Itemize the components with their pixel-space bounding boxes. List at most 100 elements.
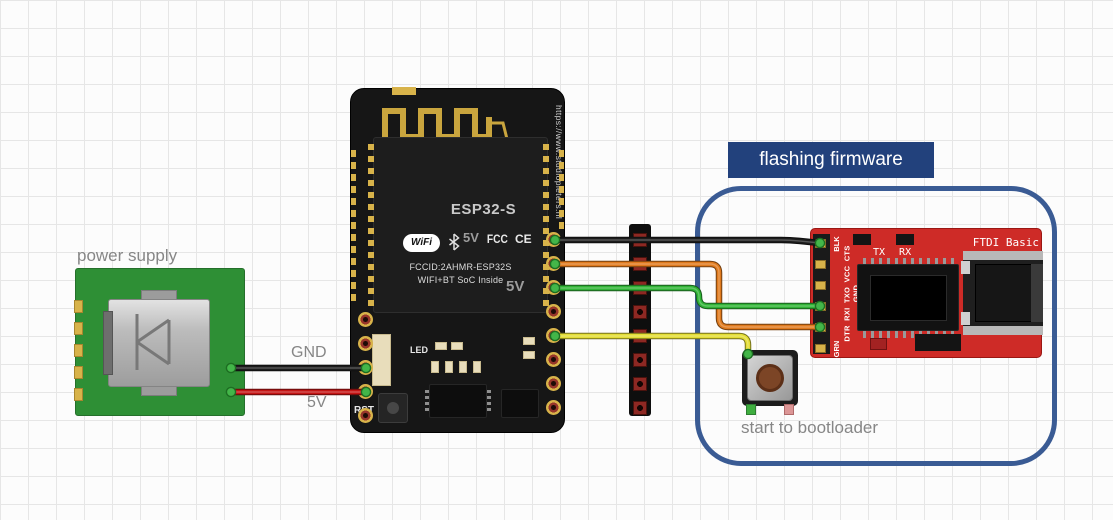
ftdi-header-pin (815, 260, 826, 269)
rst-button-cap (387, 402, 399, 414)
power-gold-pad (74, 322, 83, 335)
power-gnd-wire-endpoint (360, 362, 372, 374)
smd-component (459, 361, 467, 373)
esp-to-button-yellow-wire-outline (551, 332, 752, 358)
esp-to-ftdi-green-wire-sheen (554, 287, 821, 307)
esp-to-ftdi-orange-wire-endpoint (814, 321, 826, 333)
board-edge-pad (559, 198, 564, 205)
board-edge-pad (351, 198, 356, 205)
module-castellation-pad (543, 228, 549, 234)
ftdi-basic-board: BLK GRN DTR RXI TXO VCC CTS GND FTDI Bas… (810, 228, 1043, 358)
wifi-logo: WiFi (403, 234, 440, 252)
module-castellation-pad (368, 276, 374, 282)
strip-pin-hole (633, 353, 647, 367)
board-edge-pad (351, 210, 356, 217)
esp-pin-hole (358, 312, 373, 327)
power-5v-wire-endpoint (360, 386, 372, 398)
module-castellation-pad (368, 240, 374, 246)
module-castellation-pad (368, 192, 374, 198)
smd-component (523, 351, 535, 359)
module-castellation-pad (368, 168, 374, 174)
rx-led (896, 234, 914, 245)
esp-pin-hole (546, 400, 561, 415)
5v-decal-top: 5V (463, 230, 479, 245)
smd-component (870, 338, 887, 350)
smd-component (435, 342, 447, 350)
board-edge-pad (351, 222, 356, 229)
ic-pins (425, 390, 430, 414)
module-castellation-pad (543, 300, 549, 306)
5v-decal-bottom: 5V (506, 278, 525, 295)
pin-header-strip (629, 224, 651, 416)
board-edge-pad (351, 162, 356, 169)
mini-usb-connector (108, 299, 210, 387)
esp-pin-hole (358, 336, 373, 351)
module-castellation-pad (543, 216, 549, 222)
esp-pin-hole (546, 304, 561, 319)
ftdi-board-title: FTDI Basic (972, 236, 1039, 249)
board-edge-pad (351, 150, 356, 157)
board-edge-pad (559, 150, 564, 157)
board-edge-pad (559, 222, 564, 229)
esp-to-ftdi-green-wire-endpoint (549, 282, 561, 294)
board-edge-pad (559, 186, 564, 193)
board-edge-pad (351, 282, 356, 289)
gnd-wire-label: GND (291, 344, 327, 361)
fcc-id-line1: FCCID:2AHMR-ESP32S (409, 262, 512, 272)
esp32-s-module-shield (373, 137, 548, 313)
module-castellation-pad (368, 216, 374, 222)
module-castellation-pad (543, 192, 549, 198)
tx-rx-label: TX RX (873, 247, 912, 258)
board-edge-pad (351, 294, 356, 301)
module-castellation-pad (368, 288, 374, 294)
ftdi-chip-top (870, 275, 947, 321)
button-leg-red (784, 404, 794, 415)
smd-component (451, 342, 463, 350)
board-edge-pad (351, 258, 356, 265)
module-castellation-pad (543, 180, 549, 186)
module-castellation-pad (543, 168, 549, 174)
ic-pins (863, 330, 955, 338)
5v-wire-label: 5V (307, 394, 327, 411)
fcc-logo: FCC (486, 232, 508, 246)
usb-connector-detail (135, 314, 171, 370)
esp-pin-hole (358, 408, 373, 423)
flashing-firmware-title: flashing firmware (728, 142, 934, 178)
strip-pin-hole (633, 305, 647, 319)
usb-shell-edge (963, 251, 1043, 260)
board-edge-pad (351, 174, 356, 181)
board-edge-pad (559, 174, 564, 181)
bootloader-push-button (742, 350, 798, 415)
esp-pin-hole (546, 376, 561, 391)
usb-plug-opening (103, 311, 113, 375)
module-castellation-pad (543, 204, 549, 210)
esp-to-ftdi-green-wire-outline (551, 284, 824, 310)
usb-shell-tab (961, 312, 970, 325)
power-supply-label: power supply (77, 246, 178, 265)
usb-shell-tab (961, 261, 970, 274)
esp-to-ftdi-orange-wire (552, 261, 823, 330)
module-castellation-pad (368, 252, 374, 258)
power-gold-pad (74, 344, 83, 357)
board-edge-pad (559, 210, 564, 217)
esp-to-ftdi-orange-wire-sheen (554, 263, 821, 328)
strip-pin-hole (633, 401, 647, 415)
module-castellation-pad (368, 300, 374, 306)
smd-component (473, 361, 481, 373)
module-castellation-pad (543, 276, 549, 282)
power-gold-pad (74, 300, 83, 313)
ic-pins (863, 258, 955, 266)
power-5v-wire-endpoint (225, 386, 237, 398)
smd-component (915, 334, 961, 351)
pcb-notch (392, 87, 416, 95)
board-edge-pad (351, 246, 356, 253)
module-castellation-pad (368, 228, 374, 234)
module-castellation-pad (543, 252, 549, 258)
tx-led (853, 234, 871, 245)
board-edge-pad (351, 270, 356, 277)
usb-body-edge (1031, 264, 1043, 322)
flash-chip (429, 384, 487, 418)
power-gnd-wire-endpoint (225, 362, 237, 374)
